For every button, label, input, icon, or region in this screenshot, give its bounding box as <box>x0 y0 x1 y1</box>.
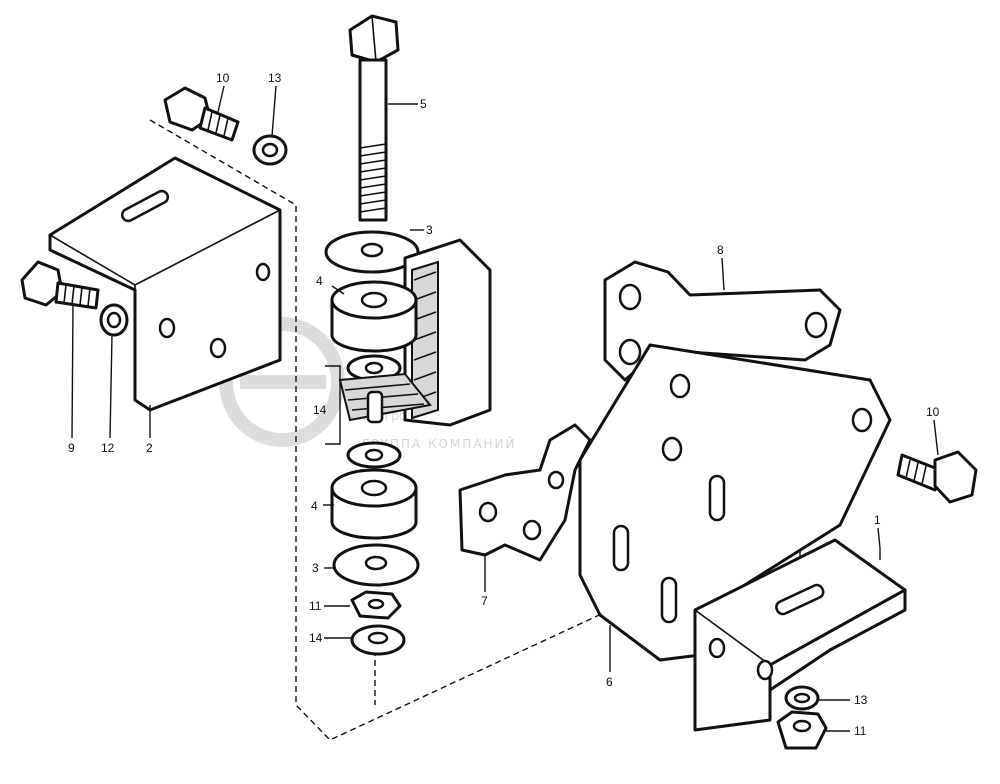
callout-14-mid: 14 <box>313 403 327 417</box>
part-13-lock-washer-right <box>784 685 820 711</box>
part-1-angle-bracket <box>693 538 907 732</box>
part-6-mounting-plate <box>578 343 892 662</box>
part-10-bolt-top <box>163 86 240 142</box>
part-8-flange-plate <box>603 260 842 382</box>
part-14-spacer-lower <box>346 441 402 469</box>
callout-6: 6 <box>606 675 613 689</box>
callout-10-right: 10 <box>926 405 940 419</box>
leader-lines <box>71 85 939 732</box>
callout-10-top: 10 <box>216 71 230 85</box>
part-14-washer-bottom <box>350 624 406 656</box>
callout-3-top: 3 <box>426 223 433 237</box>
callout-5: 5 <box>420 97 427 111</box>
callout-14-bottom: 14 <box>309 631 323 645</box>
callout-13-top: 13 <box>268 71 282 85</box>
part-5-long-bolt <box>348 14 400 222</box>
callout-labels: 10 13 5 3 4 8 14 9 12 2 4 3 11 14 7 6 10… <box>68 71 940 738</box>
watermark-tagline: ГРУППА КОМПАНИЙ <box>362 436 516 451</box>
part-12-lock-washer-left <box>99 303 129 337</box>
callout-9: 9 <box>68 441 75 455</box>
part-10-bolt-right <box>896 450 978 504</box>
part-4-rubber-cushion-top <box>330 280 418 353</box>
part-9-bolt-left <box>20 260 100 310</box>
callout-4-bottom: 4 <box>311 499 318 513</box>
callout-11-right: 11 <box>854 724 867 738</box>
callout-4-top: 4 <box>316 274 323 288</box>
part-3-flat-washer-bottom <box>332 543 420 587</box>
callout-2: 2 <box>146 441 153 455</box>
callout-3-bottom: 3 <box>312 561 319 575</box>
part-13-lock-washer-top <box>252 134 288 166</box>
callout-8: 8 <box>717 243 724 257</box>
part-4-rubber-cushion-bottom <box>330 468 418 540</box>
part-3-flat-washer-top <box>324 230 420 274</box>
mount-plate-section <box>403 238 492 427</box>
part-11-nut-left <box>350 590 402 620</box>
callout-12: 12 <box>101 441 115 455</box>
part-2-bracket-block <box>48 156 282 412</box>
callout-13-right: 13 <box>854 693 868 707</box>
part-14-spacer-mid <box>338 354 432 424</box>
part-11-nut-right <box>776 710 828 750</box>
callout-11-left: 11 <box>309 599 322 613</box>
callout-1: 1 <box>874 513 881 527</box>
callout-7: 7 <box>481 594 488 608</box>
